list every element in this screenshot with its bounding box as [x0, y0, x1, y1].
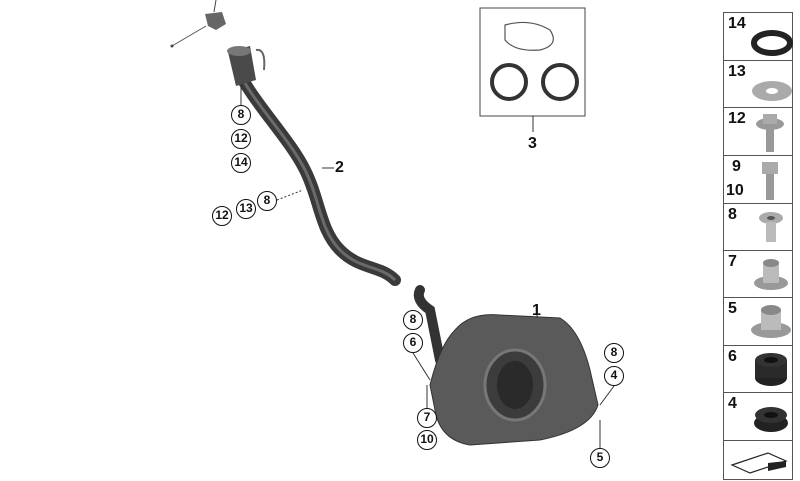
part-number: 5	[728, 300, 737, 317]
grommet-icon	[755, 353, 787, 386]
part-number: 8	[728, 206, 737, 223]
part-label-tank: 1	[532, 302, 541, 319]
part-tile-6[interactable]: 6	[723, 345, 793, 393]
part-label-seal-kit: 3	[528, 135, 537, 152]
seal-kit-box	[479, 7, 586, 132]
callout[interactable]: 14	[231, 153, 251, 173]
callout[interactable]: 7	[417, 408, 437, 428]
filler-pipe	[227, 46, 401, 286]
part-tile-7[interactable]: 7	[723, 250, 793, 298]
callout[interactable]: 8	[231, 105, 251, 125]
part-number: 13	[728, 63, 746, 80]
part-number: 14	[728, 15, 746, 32]
part-label-filler-pipe: 2	[335, 159, 344, 176]
part-tile-5[interactable]: 5	[723, 297, 793, 346]
part-number: 7	[728, 253, 737, 270]
part-number: 6	[728, 348, 737, 365]
part-tile-4[interactable]: 4	[723, 392, 793, 441]
part-number: 12	[728, 110, 746, 127]
callout[interactable]: 8	[403, 310, 423, 330]
part-number: 9	[732, 158, 741, 175]
callout[interactable]: 8	[604, 343, 624, 363]
part-number-secondary: 10	[726, 182, 744, 199]
bushing-large-icon	[751, 305, 791, 338]
callout[interactable]: 12	[212, 206, 232, 226]
sleeve-icon	[759, 212, 783, 242]
part-tile-12[interactable]: 12	[723, 107, 793, 156]
callout[interactable]: 13	[236, 199, 256, 219]
part-tile-9-10[interactable]: 9 10	[723, 155, 793, 204]
washer-flat-icon	[752, 81, 792, 101]
bushing-icon	[754, 259, 788, 290]
part-tile-13[interactable]: 13	[723, 60, 793, 108]
callout[interactable]: 4	[604, 366, 624, 386]
callout[interactable]: 10	[417, 430, 437, 450]
vent-valve	[170, 0, 226, 48]
callout[interactable]: 6	[403, 333, 423, 353]
part-tile-14[interactable]: 14	[723, 12, 793, 61]
sheet-icon	[730, 452, 788, 474]
washer-black-icon	[751, 30, 793, 56]
callout[interactable]: 8	[257, 191, 277, 211]
part-tile-8[interactable]: 8	[723, 203, 793, 251]
part-number: 4	[728, 395, 737, 412]
callout[interactable]: 5	[590, 448, 610, 468]
part-tile-sheet[interactable]	[723, 440, 793, 480]
grommet-small-icon	[754, 407, 788, 432]
hex-bolt-collar-icon	[756, 114, 784, 152]
fuel-tank	[412, 285, 615, 448]
callout[interactable]: 12	[231, 129, 251, 149]
hex-bolt-icon	[762, 162, 778, 200]
